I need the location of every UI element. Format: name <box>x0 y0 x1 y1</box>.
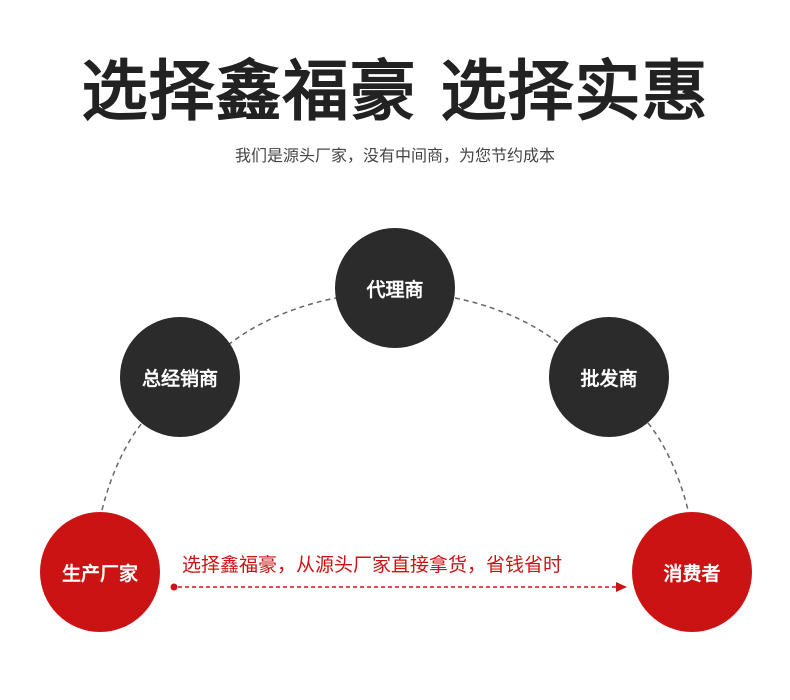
node-manufacturer-label: 生产厂家 <box>61 562 138 585</box>
flow-arrow-head <box>616 582 627 592</box>
flow-start-dot <box>170 583 178 591</box>
node-general-distributor-label: 总经销商 <box>141 367 218 390</box>
arc-wholesaler-to-consumer <box>647 422 689 511</box>
node-consumer-label: 消费者 <box>663 562 721 585</box>
node-general-distributor: 总经销商 <box>120 317 240 437</box>
arc-general-distributor-to-agent <box>227 297 337 346</box>
page-subtitle: 我们是源头厂家，没有中间商，为您节约成本 <box>234 146 555 165</box>
arc-manufacturer-to-general-distributor <box>101 422 143 511</box>
node-agent-label: 代理商 <box>366 278 424 301</box>
node-manufacturer: 生产厂家 <box>40 512 160 632</box>
flow-label: 选择鑫福豪，从源头厂家直接拿货，省钱省时 <box>182 554 563 576</box>
page-title: 选择鑫福豪 选择实惠 <box>81 53 709 130</box>
node-wholesaler-label: 批发商 <box>580 367 638 390</box>
node-agent: 代理商 <box>335 228 455 348</box>
node-wholesaler: 批发商 <box>549 317 669 437</box>
node-consumer: 消费者 <box>632 512 752 632</box>
arc-agent-to-wholesaler <box>454 297 562 346</box>
